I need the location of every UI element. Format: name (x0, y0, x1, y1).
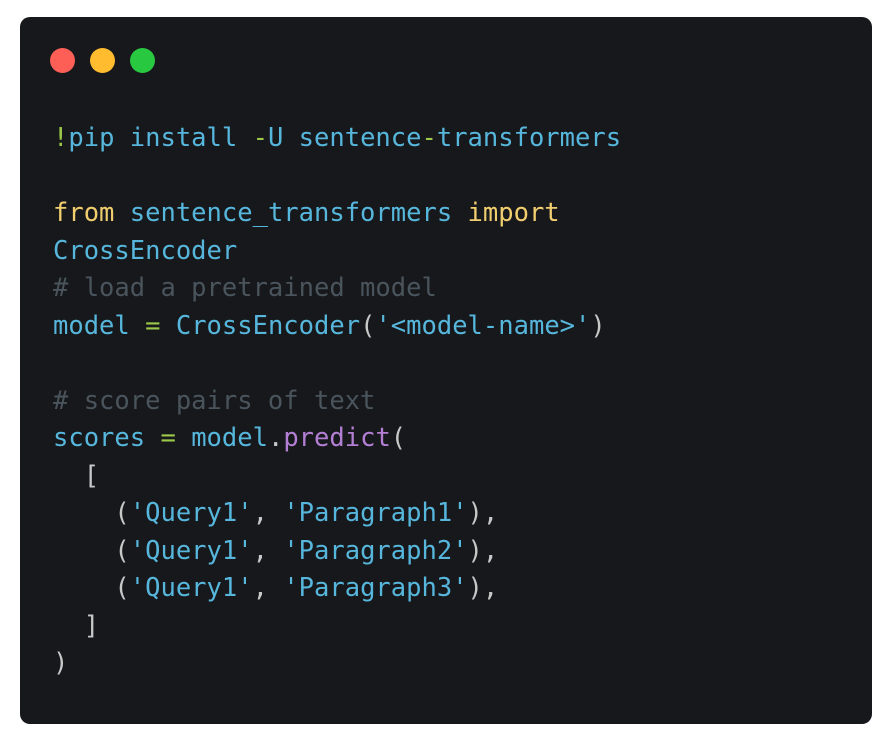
code-token-string: 'Query1' (129, 498, 253, 528)
code-token-ident: scores (53, 423, 146, 453)
code-token-punct: [ (53, 460, 100, 491)
code-token-punct: , (252, 498, 284, 528)
code-token-operator: = (160, 423, 176, 453)
code-token-string: 'Paragraph3' (283, 573, 468, 603)
code-line: ('Query1', 'Paragraph2'), (53, 533, 621, 571)
code-token-keyword: from (53, 198, 115, 228)
close-dot-icon[interactable] (50, 48, 75, 73)
code-token-string: 'Query1' (129, 535, 253, 566)
code-token-string: 'Paragraph1' (283, 498, 468, 528)
code-token-operator: ! (53, 123, 69, 153)
code-line: !pip install -U sentence-transformers (53, 120, 621, 158)
code-token-ident: CrossEncoder (53, 235, 238, 266)
code-token-punct: ( (53, 535, 130, 566)
code-token-punct: ( (53, 573, 130, 603)
code-token-punct: ) (53, 648, 69, 678)
code-token-string: 'Paragraph2' (283, 535, 468, 566)
code-line: ('Query1', 'Paragraph3'), (53, 570, 621, 608)
code-token-default (145, 423, 160, 453)
code-token-operator: - (421, 123, 437, 153)
code-token-punct: ] (53, 610, 100, 641)
code-line: ] (53, 608, 621, 646)
code-line (53, 158, 621, 196)
code-token-comment: # load a pretrained model (53, 273, 437, 303)
code-token-ident: sentence_transformers (114, 198, 468, 228)
minimize-dot-icon[interactable] (90, 48, 115, 73)
code-token-punct: ) (590, 310, 606, 341)
code-line: ) (53, 645, 621, 683)
code-token-operator: - (252, 123, 268, 153)
code-token-keyword: import (467, 198, 560, 228)
code-token-string: '<model-name>' (375, 310, 591, 341)
code-token-default (130, 311, 145, 341)
code-token-ident: U sentence (267, 123, 422, 153)
code-line (53, 345, 621, 383)
code-token-ident: pip install (68, 123, 253, 153)
code-line: ('Query1', 'Paragraph1'), (53, 495, 621, 533)
code-line: [ (53, 458, 621, 496)
code-line: # score pairs of text (53, 383, 621, 421)
code-line: model = CrossEncoder('<model-name>') (53, 308, 621, 346)
code-line: CrossEncoder (53, 233, 621, 271)
code-token-default (176, 423, 191, 453)
code-token-comment: # score pairs of text (53, 385, 376, 416)
code-token-ident: model (53, 310, 130, 341)
code-token-punct: ), (467, 498, 499, 528)
code-token-default (160, 311, 175, 341)
code-token-punct: , (252, 535, 284, 566)
code-line: scores = model.predict( (53, 420, 621, 458)
code-token-method: predict (283, 423, 391, 453)
code-token-punct: ), (467, 535, 499, 566)
code-token-punct: ( (360, 310, 376, 341)
code-token-punct: ( (53, 498, 130, 528)
code-line: # load a pretrained model (53, 270, 621, 308)
code-line: from sentence_transformers import (53, 195, 621, 233)
code-token-ident: CrossEncoder (175, 310, 361, 341)
code-token-punct: ), (467, 573, 499, 603)
code-token-punct: . (267, 423, 284, 453)
code-token-string: 'Query1' (129, 573, 253, 603)
code-token-ident: transformers (436, 123, 622, 153)
code-token-operator: = (145, 310, 161, 341)
code-token-punct: ( (390, 423, 407, 453)
maximize-dot-icon[interactable] (130, 48, 155, 73)
code-token-punct: , (252, 573, 284, 603)
window-controls (50, 48, 155, 73)
code-token-ident: model (191, 423, 268, 453)
